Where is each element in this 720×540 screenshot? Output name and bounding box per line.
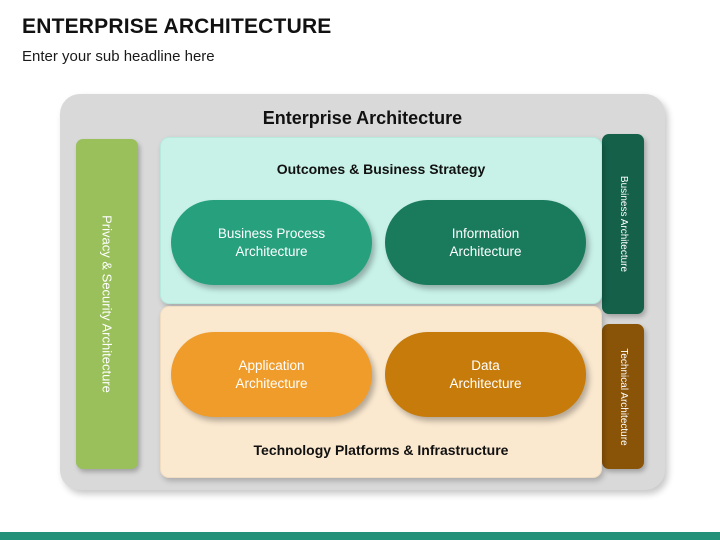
information-architecture-label-line2: Architecture <box>449 243 522 259</box>
business-layer-panel[interactable]: Outcomes & Business Strategy Business Pr… <box>160 137 602 304</box>
business-process-architecture-label-line2: Architecture <box>235 243 308 259</box>
data-architecture-label-line1: Data <box>471 357 500 373</box>
information-architecture-pill[interactable]: Information Architecture <box>385 200 586 285</box>
slide-subtitle: Enter your sub headline here <box>22 48 215 65</box>
application-architecture-label-line2: Architecture <box>235 375 308 391</box>
privacy-security-architecture-label: Privacy & Security Architecture <box>99 215 115 393</box>
business-layer-heading: Outcomes & Business Strategy <box>276 161 486 177</box>
business-process-architecture-pill[interactable]: Business Process Architecture <box>171 200 372 285</box>
business-architecture-label: Business Architecture <box>618 175 629 273</box>
data-architecture-label-line2: Architecture <box>449 375 522 391</box>
business-process-architecture-label-line1: Business Process <box>217 225 326 241</box>
technology-layer-heading: Technology Platforms & Infrastructure <box>253 442 509 458</box>
technical-architecture-label: Technical Architecture <box>618 347 629 446</box>
application-architecture-pill[interactable]: Application Architecture <box>171 332 372 417</box>
enterprise-architecture-diagram: Enterprise Architecture Privacy & Securi… <box>60 94 665 490</box>
diagram-title: Enterprise Architecture <box>262 108 463 128</box>
information-architecture-label-line1: Information <box>451 225 520 241</box>
application-architecture-label-line1: Application <box>238 357 305 373</box>
bottom-accent-bar <box>0 532 720 540</box>
technical-architecture-tab[interactable]: Technical Architecture <box>602 324 644 469</box>
data-architecture-pill[interactable]: Data Architecture <box>385 332 586 417</box>
slide-title: ENTERPRISE ARCHITECTURE <box>22 15 332 38</box>
business-architecture-tab[interactable]: Business Architecture <box>602 134 644 314</box>
technology-layer-panel[interactable]: Application Architecture Data Architectu… <box>160 306 602 478</box>
privacy-security-architecture-band[interactable]: Privacy & Security Architecture <box>76 139 138 469</box>
